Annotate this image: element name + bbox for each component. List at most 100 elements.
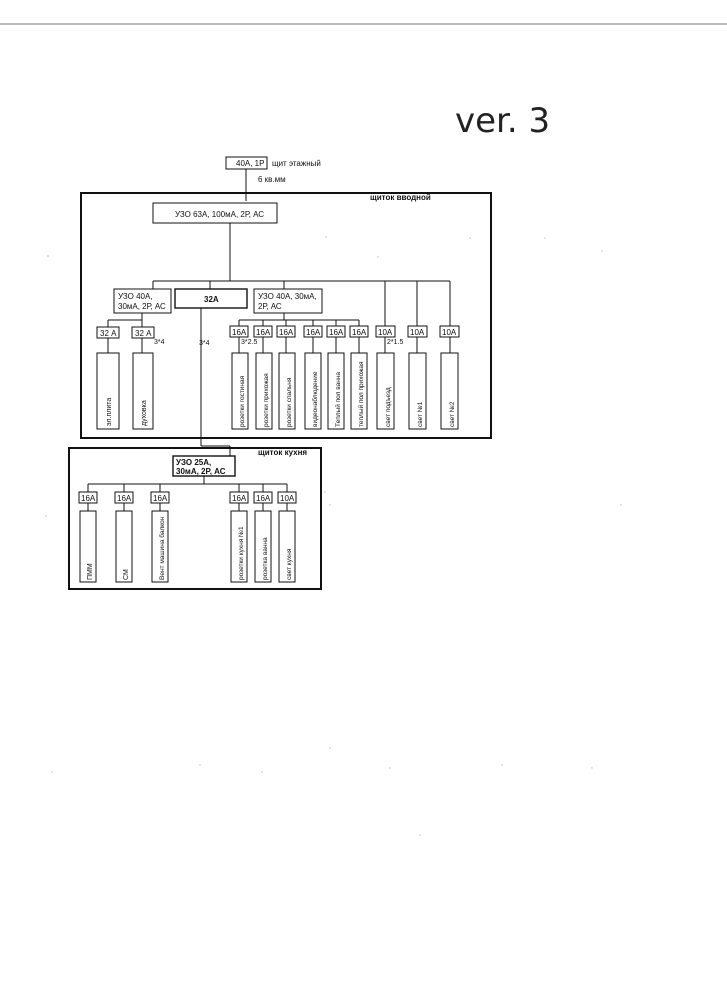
right-load-2-label: розетки прихожая <box>263 373 270 427</box>
kitchen-load-1-label: ПММ <box>87 563 94 580</box>
left-branch-b: 32 А духовка <box>131 326 155 430</box>
left-branch-a: 32 А эл.плита <box>96 326 120 430</box>
left-load-2-label: духовка <box>141 400 148 426</box>
kitchen-load-2-box <box>115 510 133 583</box>
right-breaker-4-label: 16А <box>306 328 321 337</box>
light-branch-1: 10А свет подъезд <box>375 325 396 430</box>
right-load-6-box <box>350 352 368 430</box>
light-load-3-box <box>440 352 459 430</box>
noise-dot <box>324 491 326 493</box>
right-breaker-5-label: 16А <box>329 328 344 337</box>
noise-dot <box>501 764 503 766</box>
right-load-3-label: розетки спальня <box>286 377 293 427</box>
right-load-5-label: Теплый пол ванна <box>334 372 342 427</box>
light-load-2-label: свет №1 <box>417 401 424 427</box>
left-breaker-1-label: 32 А <box>100 329 117 338</box>
input-panel-title: щиток вводной <box>370 193 431 202</box>
noise-dot <box>601 250 603 252</box>
light-load-1-label: свет подъезд <box>385 387 392 427</box>
feed-cable-label: 6 кв.мм <box>258 175 286 184</box>
right-load-1-label: розетки гостиная <box>239 375 246 427</box>
kitchen-load-3-box <box>151 510 169 583</box>
wire-right-label: 3*2.5 <box>241 339 257 346</box>
noise-dot <box>329 504 331 506</box>
noise-dot <box>377 256 379 258</box>
right-branch-5: 16А Теплый пол ванна <box>326 320 346 430</box>
light-breaker-3-label: 10А <box>442 328 457 337</box>
left-breaker-2 <box>131 326 155 339</box>
right-branch-3: 16А розетки спальня <box>276 320 296 430</box>
wire-mid-label: 3*4 <box>199 340 210 347</box>
kitchen-load-4-box <box>230 510 248 583</box>
noise-dot <box>45 515 47 517</box>
noise-dot <box>389 767 391 769</box>
kitchen-branch-6: 10А свет кухня <box>277 484 297 583</box>
right-load-5-box <box>327 352 345 430</box>
input-panel-frame <box>80 192 492 439</box>
light-branch-2: 10А свет №1 <box>407 325 428 430</box>
light-load-2-box <box>408 352 427 430</box>
kitchen-branch-4: 16А розетки кухня №1 <box>229 484 249 583</box>
kitchen-load-6-box <box>278 510 296 583</box>
noise-dot <box>261 771 263 773</box>
kitchen-load-2-label: СМ <box>123 569 130 580</box>
kitchen-breaker-2-label: 16А <box>117 494 132 503</box>
rcd-right-line1: УЗО 40А, 30мА, <box>258 292 317 301</box>
left-breaker-2-label: 32 А <box>135 329 152 338</box>
kitchen-load-6-label: свет кухня <box>286 548 293 580</box>
noise-dot <box>469 237 471 239</box>
kitchen-rcd-line2: 30мА, 2Р, АС <box>176 467 226 476</box>
right-branch-2: 16А розетки прихожая <box>253 320 273 430</box>
kitchen-load-4-label: розетки кухня №1 <box>238 526 245 580</box>
right-load-6-label: теплый пол прихожая <box>357 361 365 427</box>
kitchen-branch-1: 16А ПММ <box>78 484 98 583</box>
right-breaker-2-label: 16А <box>256 328 271 337</box>
light-branch-3: 10А свет №2 <box>439 325 460 430</box>
rcd-left-line1: УЗО 40А, <box>118 292 153 301</box>
right-load-1-box <box>231 352 249 430</box>
right-branch-6: 16А теплый пол прихожая <box>349 320 369 430</box>
light-breaker-1-label: 10А <box>378 328 393 337</box>
scan-noise <box>45 236 622 836</box>
noise-dot <box>47 255 49 257</box>
main-rcd-label: УЗО 63А, 100мА, 2Р, АС <box>175 210 264 219</box>
right-branch-1: 16А розетки гостиная <box>229 320 249 430</box>
kitchen-panel-frame <box>68 447 322 590</box>
noise-dot <box>329 747 331 749</box>
kitchen-panel-title: щиток кухня <box>258 448 307 457</box>
right-breaker-1-label: 16А <box>232 328 247 337</box>
kitchen-load-5-label: розетка ванна <box>262 537 269 580</box>
breaker-32a-label: 32А <box>204 295 219 304</box>
kitchen-breaker-6-label: 10А <box>280 494 295 503</box>
version-note: ver. 3 <box>455 101 550 141</box>
rcd-right-box <box>253 288 323 314</box>
breaker-32a-box <box>174 288 248 309</box>
rcd-right-line2: 2Р, АС <box>258 302 282 311</box>
kitchen-breaker-5-label: 16А <box>256 494 271 503</box>
kitchen-load-1-box <box>79 510 97 583</box>
kitchen-breaker-4-label: 16А <box>232 494 247 503</box>
left-load-1-box <box>96 352 120 430</box>
wire-light-label: 2*1.5 <box>387 339 403 346</box>
light-load-3-label: свет №2 <box>449 401 456 427</box>
right-load-4-box <box>304 352 322 430</box>
noise-dot <box>544 237 546 239</box>
right-load-2-box <box>255 352 273 430</box>
light-load-1-box <box>376 352 395 430</box>
noise-dot <box>51 771 53 773</box>
right-breaker-3-label: 16А <box>279 328 294 337</box>
left-load-2-box <box>132 352 154 430</box>
right-branch-4: 16А видеонаблюдение <box>303 320 323 430</box>
noise-dot <box>591 767 593 769</box>
left-load-1-label: эл.плита <box>106 398 113 426</box>
kitchen-load-3-label: Вент машина балкон <box>158 516 166 580</box>
kitchen-branch-3: 16А Вент машина балкон <box>150 484 170 583</box>
kitchen-branch-5: 16А розетка ванна <box>253 484 273 583</box>
noise-dot <box>620 504 622 506</box>
noise-dot <box>419 834 421 836</box>
kitchen-breaker-3-label: 16А <box>153 494 168 503</box>
kitchen-breaker-1-label: 16А <box>81 494 96 503</box>
wire-left-label: 3*4 <box>154 339 165 346</box>
kitchen-load-5-box <box>254 510 272 583</box>
